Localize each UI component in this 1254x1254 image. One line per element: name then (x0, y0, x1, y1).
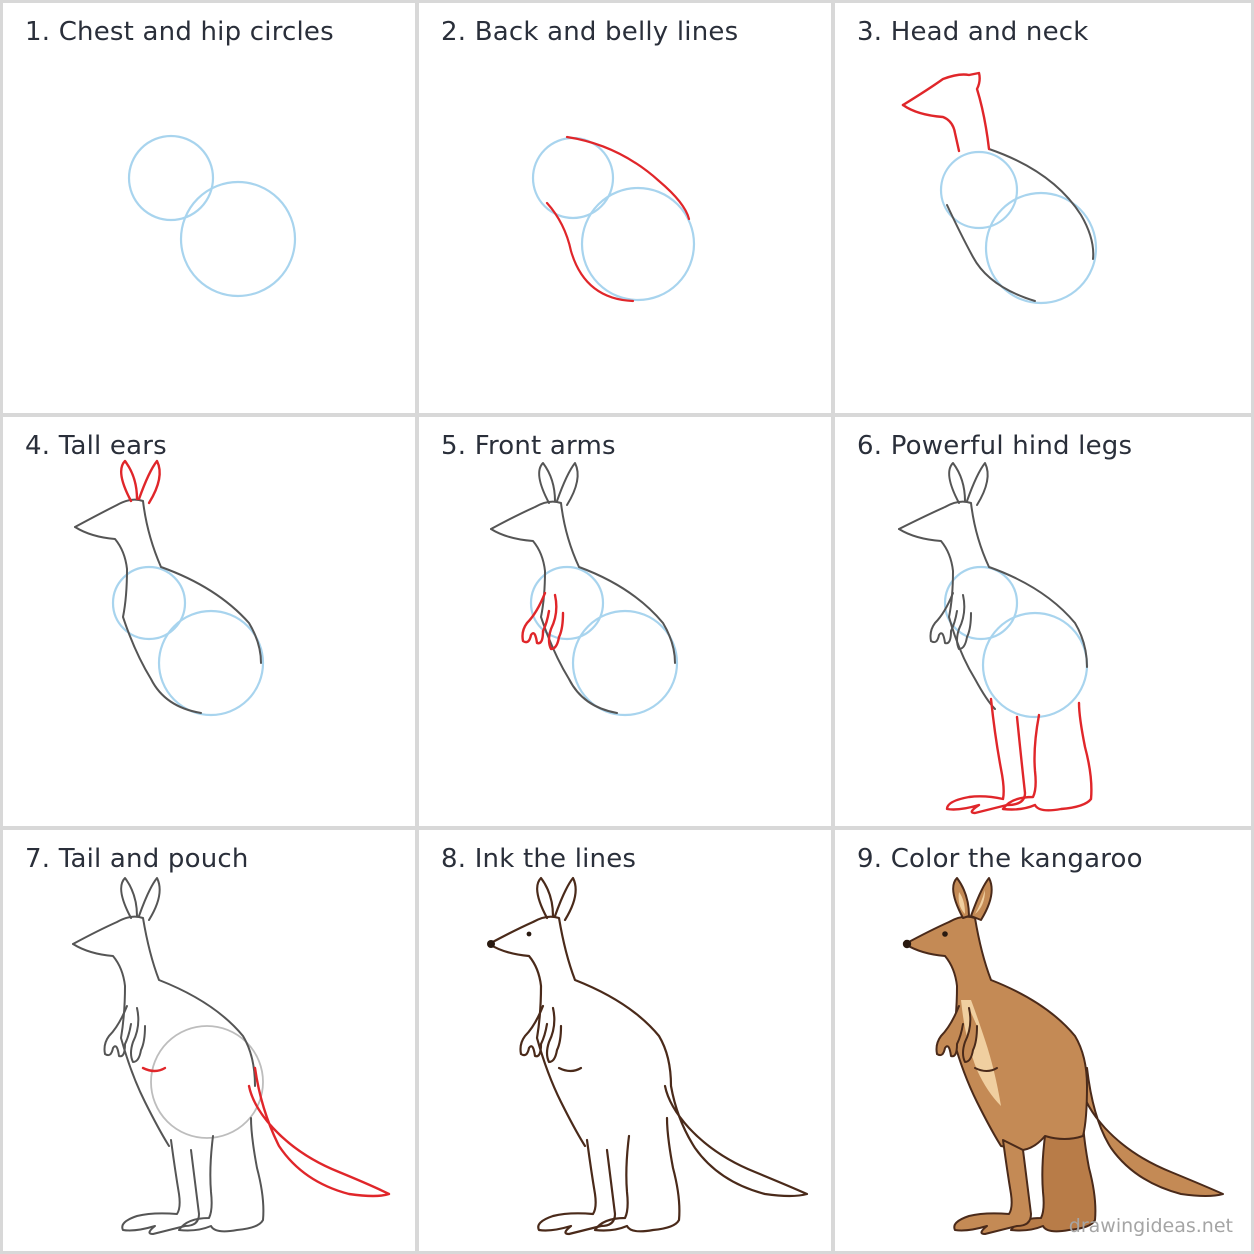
head-outline (74, 498, 262, 664)
front-outline (487, 942, 587, 1148)
head-outline (901, 71, 991, 151)
eye (942, 931, 948, 937)
left-ear (119, 459, 139, 503)
step-7-panel: 7. Tail and pouch (3, 830, 415, 1251)
step-2-drawing (531, 135, 696, 303)
tail (247, 1066, 391, 1198)
step-4-panel: 4. Tall ears (3, 417, 415, 826)
step-5-panel: 5. Front arms (419, 417, 831, 826)
step-2-title: 2. Back and belly lines (441, 17, 739, 47)
right-ear-fill (970, 877, 993, 921)
eye (526, 931, 532, 937)
nose (487, 940, 495, 948)
left-ear (536, 876, 555, 920)
pouch-line (557, 1066, 583, 1073)
pouch-line (141, 1066, 167, 1073)
front-arm-far (962, 1007, 978, 1063)
snout-outline (901, 103, 961, 153)
step-8-panel: 8. Ink the lines (419, 830, 831, 1251)
front-arm-near (521, 591, 551, 645)
step-7-title: 7. Tail and pouch (25, 844, 249, 874)
hind-leg-far (593, 1116, 681, 1233)
chest-circle (127, 134, 215, 222)
step-9-title: 9. Color the kangaroo (857, 844, 1143, 874)
step-5-drawing (490, 462, 679, 717)
step-6-panel: 6. Powerful hind legs (835, 417, 1251, 826)
step-6-title: 6. Powerful hind legs (857, 431, 1133, 461)
hind-leg-near (537, 1138, 617, 1236)
body-fill (904, 915, 1088, 1151)
watermark: drawingideas.net (1068, 1215, 1233, 1237)
step-9-drawing (902, 877, 1224, 1235)
back-line (565, 135, 691, 221)
step-4-title: 4. Tall ears (25, 431, 167, 461)
step-1-title: 1. Chest and hip circles (25, 17, 334, 47)
hip-circle (179, 180, 297, 298)
belly-outline (74, 526, 202, 714)
step-3-drawing (901, 71, 1098, 305)
step-1-drawing (127, 134, 297, 298)
hind-leg-far-fill (1010, 1117, 1097, 1233)
hind-leg-near-fill (953, 1139, 1032, 1235)
inner-ear (958, 890, 985, 914)
step-2-panel: 2. Back and belly lines (419, 3, 831, 413)
step-7-drawing (72, 877, 391, 1235)
front-arm-near (935, 1005, 964, 1058)
belly-line (545, 201, 635, 303)
right-ear (137, 459, 161, 505)
tail-fill (1080, 1067, 1224, 1197)
right-ear (553, 876, 577, 922)
step-9-panel: 9. Color the kangaroo drawingideas.net (835, 830, 1251, 1251)
step-5-title: 5. Front arms (441, 431, 616, 461)
nose (902, 939, 912, 949)
step-1-panel: 1. Chest and hip circles (3, 3, 415, 413)
back-outline (487, 915, 809, 1198)
hind-leg-far (1001, 701, 1093, 812)
step-3-title: 3. Head and neck (857, 17, 1089, 47)
step-3-panel: 3. Head and neck (835, 3, 1251, 413)
front-arm-far (547, 593, 565, 651)
hind-leg-near (945, 697, 1027, 815)
step-4-drawing (74, 459, 265, 717)
step-8-drawing (487, 876, 809, 1236)
front-arm-far (545, 1006, 563, 1064)
step-6-drawing (898, 462, 1093, 815)
step-8-title: 8. Ink the lines (441, 844, 637, 874)
chest-circle (531, 136, 615, 220)
pouch-line (974, 1067, 998, 1072)
hip-circle (580, 186, 696, 302)
front-arm-near (519, 1004, 549, 1058)
